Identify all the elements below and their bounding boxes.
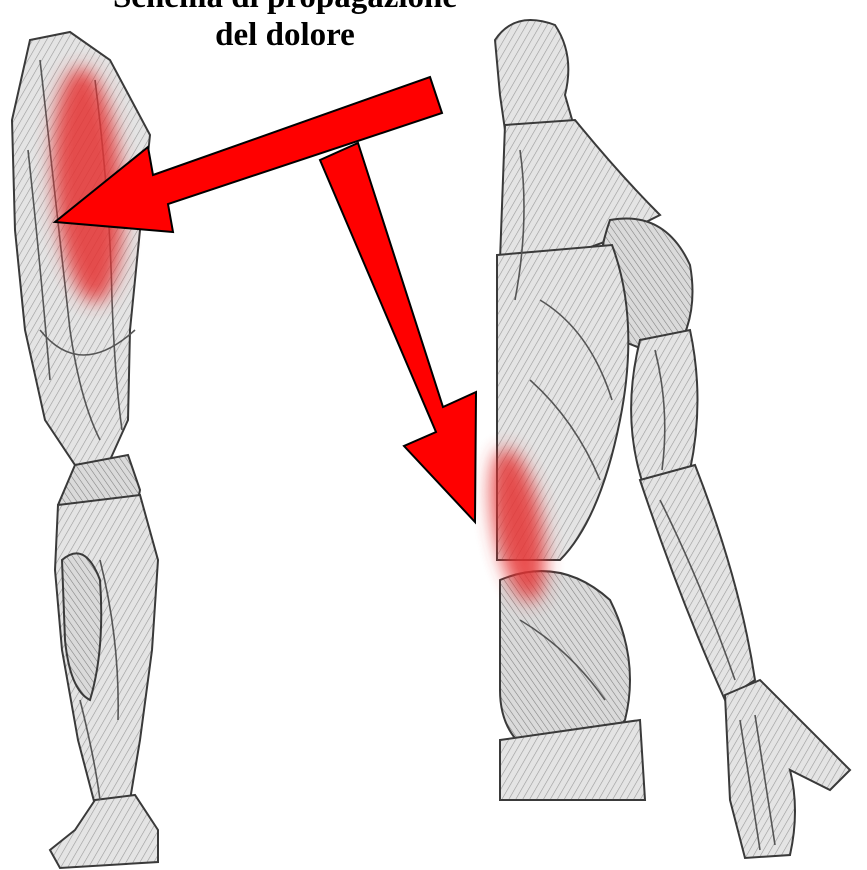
title-line-2: del dolore xyxy=(105,16,465,54)
back-arm-anatomy xyxy=(495,20,850,858)
diagram-title: Schema di propagazione del dolore xyxy=(105,0,465,54)
title-line-1: Schema di propagazione xyxy=(105,0,465,16)
foot xyxy=(50,795,158,868)
hand xyxy=(725,680,850,858)
arrow-to-lower-back xyxy=(320,143,476,522)
